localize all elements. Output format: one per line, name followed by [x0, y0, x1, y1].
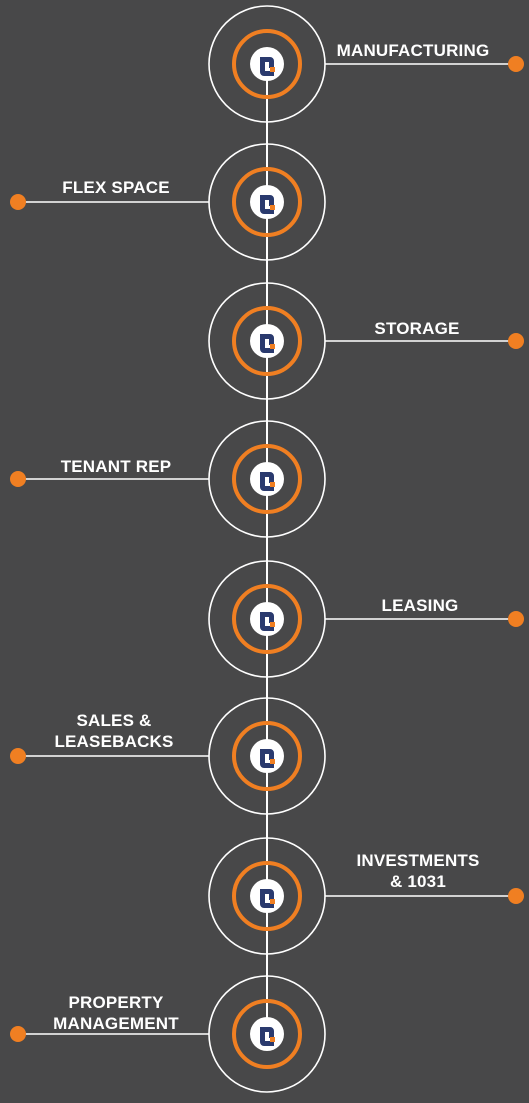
- connector-dot: [508, 333, 524, 349]
- badge-circle: [250, 1017, 284, 1051]
- node-label: INVESTMENTS & 1031: [356, 851, 480, 891]
- node-label: LEASING: [381, 596, 459, 615]
- badge-circle: [250, 462, 284, 496]
- badge-accent: [270, 899, 275, 904]
- badge-circle: [250, 47, 284, 81]
- logo-badge-icon: [250, 602, 284, 636]
- badge-accent: [270, 67, 275, 72]
- node-label: SALES & LEASEBACKS: [54, 711, 174, 751]
- connector-dot: [10, 471, 26, 487]
- node-accent-ring: [232, 29, 302, 99]
- badge-accent: [270, 622, 275, 627]
- badge-accent: [270, 1037, 275, 1042]
- connector-dot: [10, 748, 26, 764]
- badge-circle: [250, 185, 284, 219]
- badge-accent: [270, 344, 275, 349]
- node-accent-ring: [232, 444, 302, 514]
- node-label: TENANT REP: [60, 457, 172, 476]
- connector-dot: [10, 194, 26, 210]
- logo-badge-icon: [250, 462, 284, 496]
- node-accent-ring: [232, 167, 302, 237]
- badge-accent: [270, 759, 275, 764]
- connector-dot: [508, 888, 524, 904]
- logo-badge-icon: [250, 739, 284, 773]
- logo-badge-icon: [250, 879, 284, 913]
- node-label: MANUFACTURING: [336, 41, 490, 60]
- connector-dot: [508, 56, 524, 72]
- node-label: FLEX SPACE: [62, 178, 170, 197]
- node-accent-ring: [232, 999, 302, 1069]
- node-accent-ring: [232, 721, 302, 791]
- badge-circle: [250, 602, 284, 636]
- node-accent-ring: [232, 861, 302, 931]
- connector-dot: [508, 611, 524, 627]
- badge-circle: [250, 739, 284, 773]
- badge-circle: [250, 324, 284, 358]
- badge-accent: [270, 482, 275, 487]
- badge-circle: [250, 879, 284, 913]
- node-label: STORAGE: [374, 319, 460, 338]
- node-label: PROPERTY MANAGEMENT: [53, 993, 179, 1033]
- connector-dot: [10, 1026, 26, 1042]
- logo-badge-icon: [250, 1017, 284, 1051]
- logo-badge-icon: [250, 47, 284, 81]
- logo-badge-icon: [250, 324, 284, 358]
- badge-accent: [270, 205, 275, 210]
- logo-badge-icon: [250, 185, 284, 219]
- node-accent-ring: [232, 584, 302, 654]
- node-accent-ring: [232, 306, 302, 376]
